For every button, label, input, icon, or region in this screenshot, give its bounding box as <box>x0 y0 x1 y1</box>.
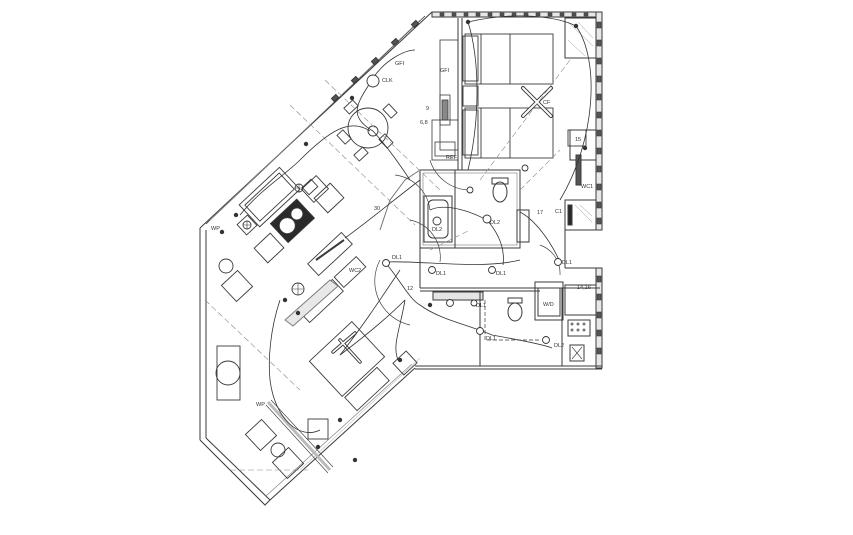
label-9: 9 <box>426 106 429 112</box>
label-dl2: DL2 <box>554 343 564 349</box>
label-30: 30 <box>374 206 380 212</box>
interior-walls <box>379 17 600 366</box>
dashed-reference-lines <box>204 59 571 471</box>
label-15: 15 <box>575 137 581 143</box>
label-14-16: 14,16 <box>577 285 591 291</box>
label-dl2: DL2 <box>432 227 442 233</box>
label-wd: W/D <box>543 302 554 308</box>
label-clk: CLK <box>382 78 393 84</box>
label-dl1: DL1 <box>562 260 572 266</box>
downlights <box>366 74 562 344</box>
ceiling-fan-icon <box>521 86 553 118</box>
label-wc1: WC1 <box>581 184 593 190</box>
door-swings <box>374 159 561 326</box>
label-wc2: WC2 <box>349 268 361 274</box>
bedroom-beds <box>462 33 587 159</box>
label-dl1: DL1 <box>392 255 402 261</box>
label-dl1: DL1 <box>476 303 486 309</box>
dining-table <box>336 99 398 162</box>
living-room-furniture <box>215 166 345 401</box>
label-wp: WP <box>211 226 220 232</box>
bedroom2-bed <box>244 321 418 480</box>
wall-sconces <box>219 19 588 463</box>
label-ref: REF <box>446 155 458 161</box>
label-dl1: DL1 <box>496 271 506 277</box>
label-17: 17 <box>537 210 543 216</box>
label-6-8: 6,8 <box>420 120 428 126</box>
label-wp: WP <box>256 402 265 408</box>
label-dl1: DL1 <box>436 271 446 277</box>
label-gfi: GFI <box>440 68 450 74</box>
fixture-labels: CLK GFI GFI REF CF 15 WC1 C1 17 DL2 DL2 … <box>211 61 593 408</box>
lighting-circuits <box>239 15 592 433</box>
exterior-walls <box>199 11 603 506</box>
label-dl1: DL1 <box>486 336 496 342</box>
label-gfi: GFI <box>395 61 405 67</box>
label-12: 12 <box>407 286 413 292</box>
kitchen <box>431 39 459 161</box>
label-c1: C1 <box>555 209 562 215</box>
label-dl2: DL2 <box>490 220 500 226</box>
label-cf: CF <box>543 100 551 106</box>
